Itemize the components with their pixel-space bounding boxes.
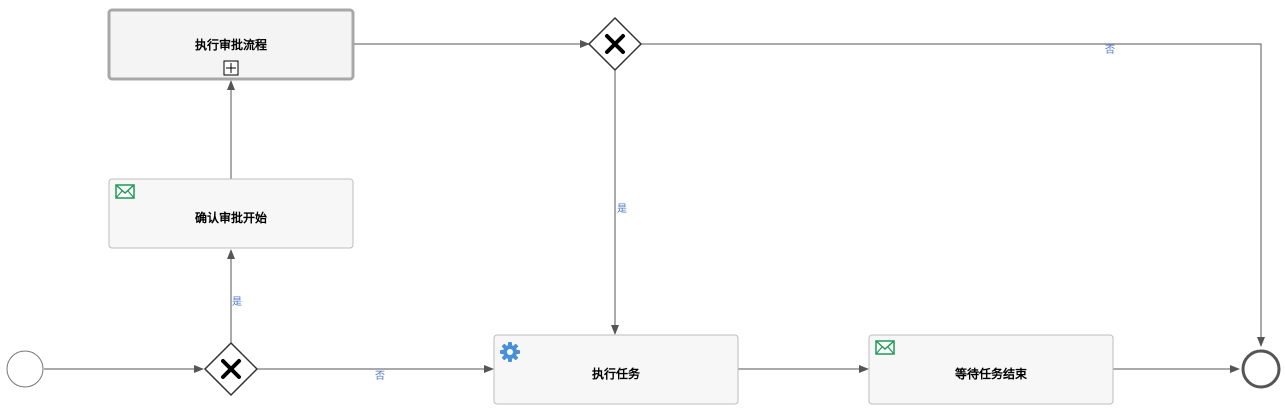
gateway-x-icon: [221, 359, 241, 379]
end-event[interactable]: [1241, 349, 1281, 389]
flow-label-bottom-yes: 是: [232, 296, 242, 308]
task-confirm-start[interactable]: 确认审批开始: [108, 178, 354, 249]
sequence-flows: [44, 40, 1265, 373]
task-execute-label: 执行任务: [592, 366, 641, 381]
expand-plus-icon[interactable]: [223, 60, 239, 76]
gateway-x-icon: [605, 34, 625, 54]
exclusive-gateway-bottom[interactable]: [203, 341, 259, 397]
flow-gateway-to-end[interactable]: [641, 43, 1265, 347]
subprocess-approval[interactable]: 执行审批流程: [107, 8, 355, 81]
envelope-icon: [875, 340, 895, 355]
flow-label-bottom-no: 否: [375, 370, 385, 382]
task-execute[interactable]: 执行任务: [493, 334, 739, 405]
start-event[interactable]: [6, 350, 44, 388]
envelope-icon: [115, 184, 135, 199]
flow-label-top-no: 否: [1105, 44, 1115, 56]
task-wait-end-label: 等待任务结束: [954, 366, 1028, 381]
flow-label-top-yes: 是: [617, 203, 627, 215]
gear-icon: [500, 342, 520, 362]
subprocess-approval-label: 执行审批流程: [195, 37, 267, 52]
task-confirm-start-label: 确认审批开始: [195, 210, 267, 225]
exclusive-gateway-top[interactable]: [587, 16, 643, 72]
task-wait-end[interactable]: 等待任务结束: [868, 334, 1114, 405]
